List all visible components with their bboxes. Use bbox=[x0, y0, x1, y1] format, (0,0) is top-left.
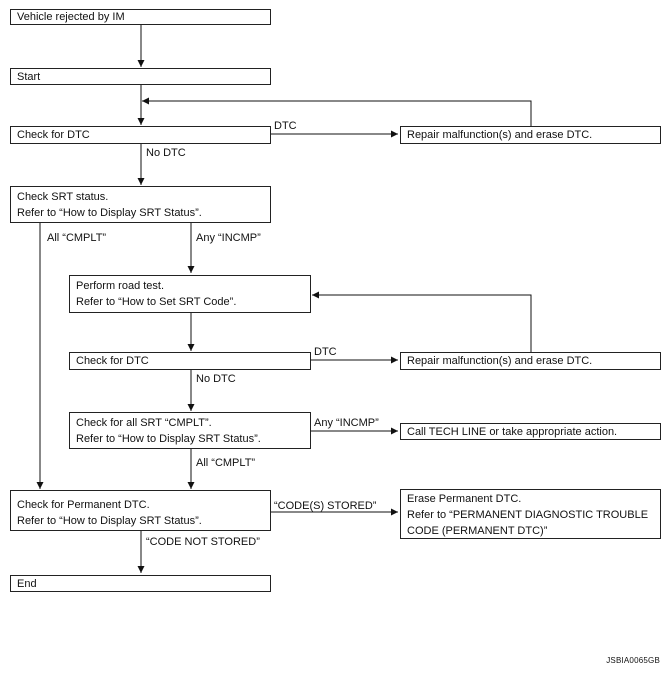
box-repair-2: Repair malfunction(s) and erase DTC. bbox=[400, 352, 661, 370]
box-check-srt-line-1: Check SRT status. bbox=[17, 191, 109, 203]
box-tech-line-text: Call TECH LINE or take appropriate actio… bbox=[407, 425, 618, 438]
box-start-text: Start bbox=[17, 70, 41, 83]
box-road-test-line-1: Perform road test. bbox=[76, 280, 165, 292]
box-check-dtc-2-text: Check for DTC bbox=[76, 355, 149, 367]
box-repair-1: Repair malfunction(s) and erase DTC. bbox=[400, 126, 661, 144]
box-check-all-srt-line-2: Refer to “How to Display SRT Status”. bbox=[76, 433, 261, 445]
box-erase-permanent-dtc: Erase Permanent DTC. Refer to “PERMANENT… bbox=[400, 489, 661, 539]
box-check-all-srt: Check for all SRT “CMPLT”. Refer to “How… bbox=[69, 412, 311, 449]
box-tech-line: Call TECH LINE or take appropriate actio… bbox=[400, 423, 661, 440]
box-repair-1-text: Repair malfunction(s) and erase DTC. bbox=[407, 129, 593, 141]
label-any-incmp-2: Any “INCMP” bbox=[314, 417, 379, 429]
box-check-all-srt-line-1: Check for all SRT “CMPLT”. bbox=[76, 417, 212, 429]
box-repair-2-text: Repair malfunction(s) and erase DTC. bbox=[407, 355, 593, 367]
label-dtc-2: DTC bbox=[314, 346, 337, 358]
box-road-test-line-2: Refer to “How to Set SRT Code”. bbox=[76, 296, 237, 308]
arrow-repair-loop-back bbox=[142, 97, 532, 126]
box-check-srt: Check SRT status. Refer to “How to Displ… bbox=[10, 186, 271, 223]
label-no-dtc-2: No DTC bbox=[196, 373, 236, 385]
box-check-permanent-dtc-line-2: Refer to “How to Display SRT Status”. bbox=[17, 515, 202, 527]
box-end: End bbox=[10, 575, 271, 592]
box-check-dtc-1-text: Check for DTC bbox=[17, 129, 90, 141]
label-codes-stored: “CODE(S) STORED” bbox=[274, 500, 377, 512]
box-vehicle-rejected: Vehicle rejected by IM bbox=[10, 9, 271, 25]
label-code-not-stored: “CODE NOT STORED” bbox=[146, 536, 260, 548]
label-all-cmplt-2: All “CMPLT” bbox=[196, 457, 256, 469]
box-end-text: End bbox=[17, 577, 37, 590]
label-dtc-1: DTC bbox=[274, 120, 297, 132]
figure-code: JSBIA0065GB bbox=[606, 656, 660, 665]
box-erase-permanent-dtc-line-1: Erase Permanent DTC. bbox=[407, 493, 522, 505]
label-all-cmplt-1: All “CMPLT” bbox=[47, 232, 107, 244]
label-any-incmp-1: Any “INCMP” bbox=[196, 232, 261, 244]
box-start: Start bbox=[10, 68, 271, 85]
box-check-permanent-dtc: Check for Permanent DTC. Refer to “How t… bbox=[10, 490, 271, 531]
box-check-permanent-dtc-line-1: Check for Permanent DTC. bbox=[17, 499, 150, 511]
box-check-srt-line-2: Refer to “How to Display SRT Status”. bbox=[17, 207, 202, 219]
box-erase-permanent-dtc-line-2: Refer to “PERMANENT DIAGNOSTIC TROUBLE bbox=[407, 509, 649, 521]
box-road-test: Perform road test. Refer to “How to Set … bbox=[69, 275, 311, 313]
box-check-dtc-2: Check for DTC bbox=[69, 352, 311, 370]
label-no-dtc-1: No DTC bbox=[146, 147, 186, 159]
arrow-repair-2-loop-back bbox=[312, 291, 532, 352]
box-erase-permanent-dtc-line-3: CODE (PERMANENT DTC)” bbox=[407, 525, 548, 537]
box-check-dtc-1: Check for DTC bbox=[10, 126, 271, 144]
box-vehicle-rejected-text: Vehicle rejected by IM bbox=[17, 11, 125, 23]
